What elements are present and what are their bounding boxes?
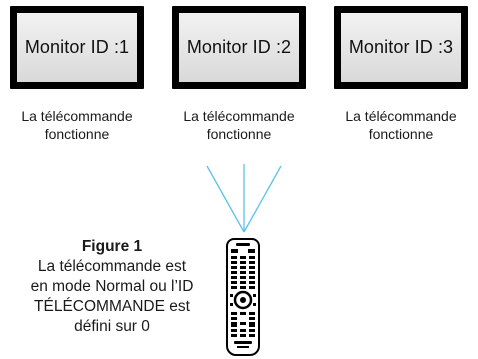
monitor-1-label: Monitor ID :1 xyxy=(24,37,130,57)
monitor-2-caption-line1: La télécommande xyxy=(183,108,295,124)
figure-title: Figure 1 xyxy=(81,238,143,255)
monitor-1-screen: Monitor ID :1 xyxy=(17,13,137,82)
monitor-3-label: Monitor ID :3 xyxy=(348,37,454,57)
monitor-1-caption-line2: fonctionne xyxy=(44,126,110,142)
monitor-1-caption-line1: La télécommande xyxy=(21,108,133,124)
monitor-3: Monitor ID :3 xyxy=(334,6,468,89)
figure-caption: Figure 1 La télécommande est en mode Nor… xyxy=(8,237,216,337)
monitor-3-caption-line1: La télécommande xyxy=(345,108,457,124)
monitor-2-caption: La télécommande fonctionne xyxy=(164,107,314,143)
monitor-2: Monitor ID :2 xyxy=(172,6,306,89)
figure-line-2: en mode Normal ou l’ID xyxy=(30,278,194,295)
figure-line-4: défini sur 0 xyxy=(74,318,150,335)
beam-right xyxy=(243,165,282,233)
monitor-3-caption-line2: fonctionne xyxy=(368,126,434,142)
monitor-2-label: Monitor ID :2 xyxy=(186,37,292,57)
monitor-1-caption: La télécommande fonctionne xyxy=(2,107,152,143)
monitor-2-screen: Monitor ID :2 xyxy=(179,13,299,82)
figure-line-1: La télécommande est xyxy=(37,258,187,275)
remote-control-body xyxy=(230,243,256,348)
monitor-2-caption-line2: fonctionne xyxy=(206,126,272,142)
monitor-3-screen: Monitor ID :3 xyxy=(341,13,461,82)
figure-line-3: TÉLÉCOMMANDE est xyxy=(34,298,190,315)
beam-left xyxy=(206,165,245,233)
remote-control-icon xyxy=(226,238,260,356)
monitor-3-caption: La télécommande fonctionne xyxy=(326,107,476,143)
monitor-1: Monitor ID :1 xyxy=(10,6,144,89)
